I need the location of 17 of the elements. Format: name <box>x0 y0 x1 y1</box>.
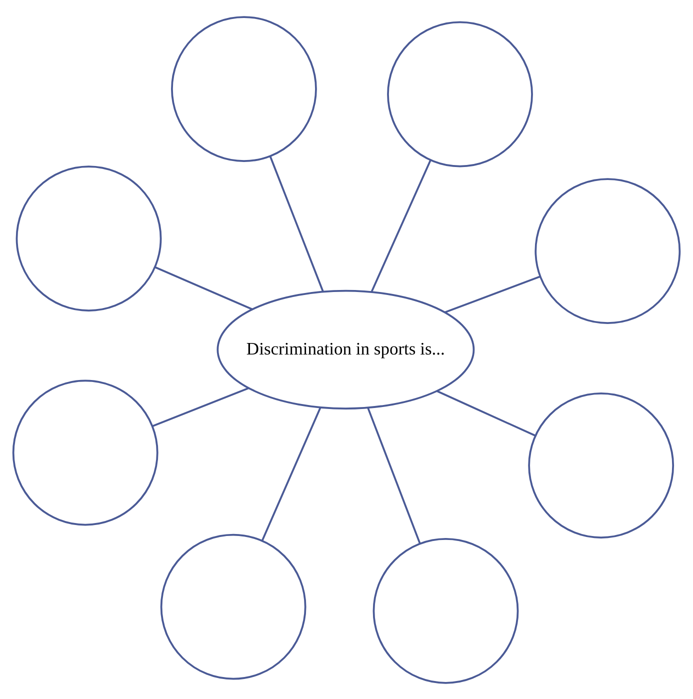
node-circle <box>372 538 519 684</box>
node-circle <box>171 16 317 162</box>
connector <box>269 155 324 292</box>
connector <box>367 406 421 544</box>
node-circle <box>12 379 158 526</box>
connector <box>152 386 249 427</box>
connector <box>444 275 541 313</box>
connector <box>370 159 432 292</box>
node-circle <box>160 533 306 680</box>
node-circle <box>16 165 162 311</box>
connector <box>436 390 536 436</box>
node-circle <box>528 392 674 538</box>
connector <box>261 406 322 540</box>
connector <box>154 266 253 310</box>
node-circle <box>387 20 533 167</box>
node-circle <box>534 178 681 324</box>
node-ellipse: Discrimination in sports is... <box>216 289 475 409</box>
